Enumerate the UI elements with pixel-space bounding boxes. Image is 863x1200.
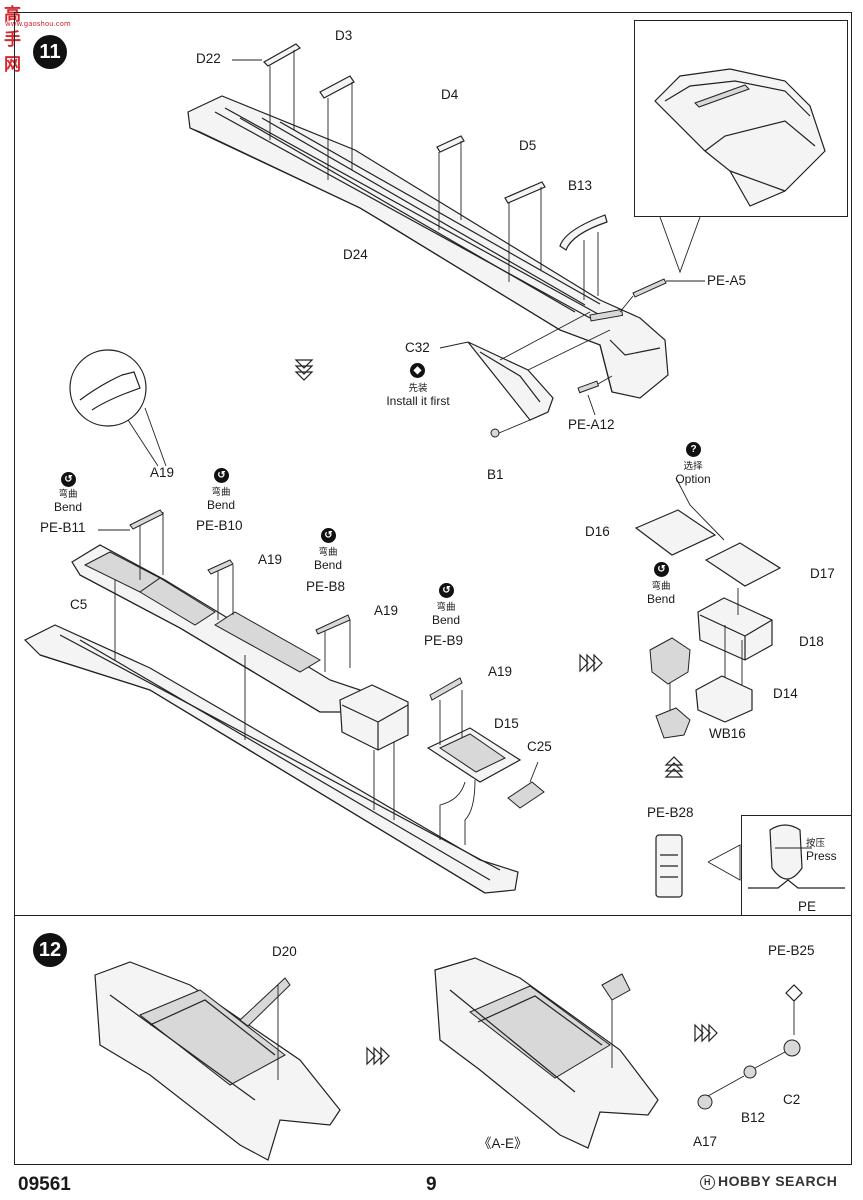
bend-icon-5: ↺	[654, 562, 669, 577]
kit-number: 09561	[18, 1174, 71, 1195]
label-pe-b25: PE-B25	[768, 943, 815, 958]
label-d14: D14	[773, 686, 798, 701]
install-first-icon: ◆	[410, 363, 425, 378]
label-d20: D20	[272, 944, 297, 959]
hull-left-drawing	[94, 961, 341, 1161]
bend-note-5: 弯曲 Bend	[633, 581, 689, 607]
bend-cn-1: 弯曲	[58, 489, 78, 500]
detail-bubble-a19	[69, 349, 167, 467]
bracket-c32-drawing	[439, 311, 613, 438]
bend-cn-2: 弯曲	[211, 487, 231, 498]
label-c5: C5	[70, 597, 88, 612]
pe-b28-drawing	[655, 834, 741, 898]
label-pe-b28: PE-B28	[647, 805, 694, 820]
label-d4: D4	[441, 87, 459, 102]
option-parts-drawing	[634, 477, 782, 739]
press-note: 按压 Press	[806, 838, 846, 864]
flow-arrow-right-2	[366, 1046, 390, 1066]
label-a19-2: A19	[258, 552, 283, 567]
label-b13: B13	[568, 178, 593, 193]
bend-cn-5: 弯曲	[651, 581, 671, 592]
detail-inset	[634, 20, 848, 217]
bend-note-3: 弯曲 Bend	[300, 547, 356, 573]
label-a19-3: A19	[374, 603, 399, 618]
label-pe-b9: PE-B9	[424, 633, 464, 648]
small-parts-step12	[697, 984, 803, 1110]
label-d18: D18	[799, 634, 824, 649]
bend-note-2: 弯曲 Bend	[193, 487, 249, 513]
label-d24: D24	[343, 247, 368, 262]
instruction-frame	[14, 12, 852, 1165]
label-b1: B1	[487, 467, 504, 482]
press-cn: 按压	[806, 838, 826, 849]
label-ref-note: 《A-E》	[478, 1136, 528, 1151]
bend-cn-4: 弯曲	[436, 602, 456, 613]
label-pe-b8: PE-B8	[306, 579, 346, 594]
step-11-badge: 11	[33, 35, 67, 69]
press-en: Press	[806, 848, 837, 863]
install-first-cn: 先装	[408, 383, 428, 394]
logo-url: www.gaoshou.com	[5, 20, 71, 28]
flow-arrow-right	[579, 653, 603, 673]
bend-en-1: Bend	[53, 499, 83, 514]
label-pe-a5: PE-A5	[707, 273, 747, 288]
flow-arrow-down-1	[294, 359, 314, 381]
fender-plate-d24-drawing	[187, 95, 669, 399]
option-en: Option	[675, 471, 711, 486]
bend-en-5: Bend	[646, 591, 676, 606]
label-c32: C32	[405, 340, 430, 355]
option-note: 选择 Option	[663, 461, 723, 487]
label-pe-b10: PE-B10	[196, 518, 243, 533]
hull-right-drawing	[434, 957, 659, 1149]
page-number: 9	[426, 1174, 437, 1195]
label-pe-a12: PE-A12	[568, 417, 615, 432]
bend-en-3: Bend	[313, 557, 343, 572]
press-detail-drawing	[748, 824, 845, 889]
bend-note-4: 弯曲 Bend	[418, 602, 474, 628]
bend-icon-1: ↺	[61, 472, 76, 487]
install-first-note: 先装 Install it first	[378, 383, 458, 409]
label-pe-b11: PE-B11	[40, 520, 86, 535]
label-d22: D22	[196, 51, 221, 66]
label-a19-4: A19	[488, 664, 513, 679]
step-divider	[14, 915, 852, 916]
label-d3: D3	[335, 28, 353, 43]
logo-text: 高手网	[4, 5, 24, 75]
flow-arrow-up	[664, 756, 684, 778]
option-icon: ?	[686, 442, 701, 457]
small-parts-top	[232, 43, 608, 300]
bend-note-1: 弯曲 Bend	[40, 489, 96, 515]
option-cn: 选择	[683, 461, 703, 472]
bend-icon-4: ↺	[439, 583, 454, 598]
inset-drawing	[654, 68, 826, 207]
bend-en-4: Bend	[431, 612, 461, 627]
bend-cn-3: 弯曲	[318, 547, 338, 558]
label-c25: C25	[527, 739, 552, 754]
label-b12: B12	[741, 1110, 766, 1125]
install-first-en: Install it first	[386, 393, 450, 408]
watermark-label: HOBBY SEARCH	[718, 1173, 838, 1189]
bend-en-2: Bend	[206, 497, 236, 512]
bend-icon-2: ↺	[214, 468, 229, 483]
watermark-icon: H	[700, 1174, 715, 1190]
label-wb16: WB16	[709, 726, 746, 741]
label-d16: D16	[585, 524, 610, 539]
label-c2: C2	[783, 1092, 801, 1107]
track-guard-assembly-drawing	[23, 509, 545, 894]
bend-icon-3: ↺	[321, 528, 336, 543]
label-a19-1: A19	[150, 465, 175, 480]
flow-arrow-right-3	[694, 1023, 718, 1043]
label-d5: D5	[519, 138, 537, 153]
label-d15: D15	[494, 716, 519, 731]
press-detail-box	[741, 815, 852, 915]
label-a17: A17	[693, 1134, 718, 1149]
label-pe: PE	[798, 899, 817, 914]
step-12-badge: 12	[33, 933, 67, 967]
label-d17: D17	[810, 566, 835, 581]
